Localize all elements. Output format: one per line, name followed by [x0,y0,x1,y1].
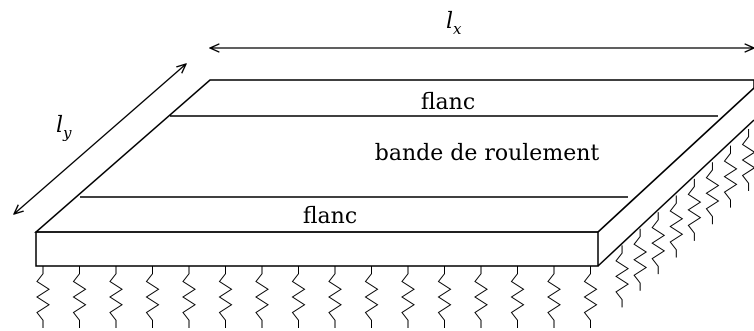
ly-dimension-arrow [14,64,186,214]
slab [34,79,754,267]
spring-front [474,266,488,328]
spring-side [669,195,684,258]
spring-front [510,266,525,328]
spring-front [218,266,233,328]
spring-side [615,245,629,308]
spring-front [401,266,415,328]
spring-front [547,266,561,328]
spring-side [723,145,738,208]
ly-label-base: l [56,113,63,138]
ly-label-subscript: y [62,124,72,142]
slab-side-face [597,87,754,233]
lx-label-subscript: x [453,20,462,38]
slab-front-face [35,231,599,267]
spring-front [255,266,269,328]
spring-front [583,266,598,328]
spring-front [72,266,87,328]
spring-side [687,178,702,241]
ly-label: ly [56,113,72,142]
springs-side [615,128,754,308]
spring-front [364,266,379,328]
tread-label: bande de roulement [375,141,600,166]
slab-side-bottom-edge [597,119,754,267]
springs-front [36,266,598,328]
flanc-bottom-label: flanc [303,204,357,229]
spring-side [633,228,648,291]
spring-front [109,266,123,328]
spring-front [182,266,196,328]
spring-front [145,266,160,328]
flanc-top-label: flanc [421,90,475,115]
spring-side [705,162,720,225]
spring-side [651,212,666,275]
spring-front [291,266,306,328]
spring-front [437,266,452,328]
spring-front [328,266,342,328]
spring-side [741,128,754,191]
lx-label-base: l [446,9,453,34]
spring-front [36,266,50,328]
lx-label: lx [446,9,462,38]
